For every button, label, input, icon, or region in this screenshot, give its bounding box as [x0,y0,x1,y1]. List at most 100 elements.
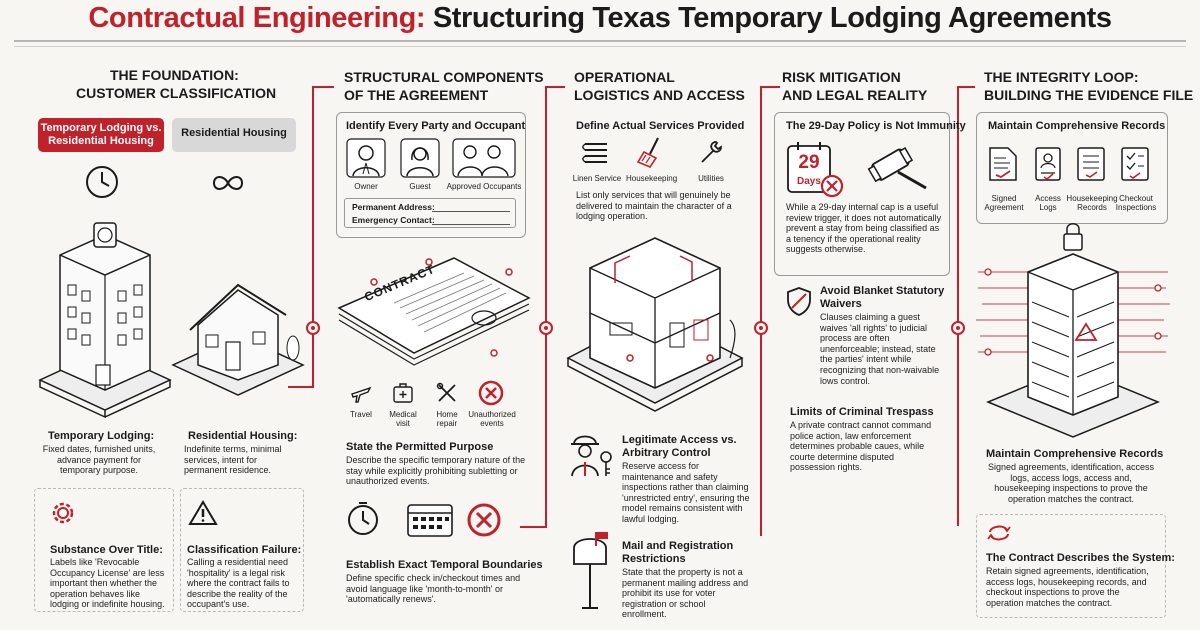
classification-failure-heading: Classification Failure: [187,544,302,556]
connector-node [306,321,320,335]
home-repair-label-l1: Home [436,410,458,419]
access-logs-icon [1035,147,1061,181]
access-text: Reserve access for maintenance and safet… [622,461,750,524]
broom-icon [636,137,659,168]
house-illustration [171,283,305,396]
travel-label: Travel [350,410,372,419]
connector-node [754,321,768,335]
res-housing-heading: Residential Housing: [188,430,298,442]
calendar-29-icon [787,142,831,193]
connector-node [539,321,553,335]
approved-occupants-label: Approved Occupants [446,182,522,191]
temp-lodging-text: Fixed dates, furnished units, advance pa… [42,444,156,476]
classification-failure-text: Calling a residential need 'hospitality'… [187,557,290,610]
connector-1-2-top [312,86,334,88]
checkout-inspections-icon [1121,147,1149,181]
calendar-days: Days [797,176,821,187]
purpose-text: Describe the specific temporary nature o… [346,455,526,487]
stopwatch-icon [348,502,378,535]
owner-avatar-icon [346,138,386,178]
trespass-heading: Limits of Criminal Trespass [790,406,934,418]
substance-text: Labels like 'Revocable Occupancy License… [50,557,165,610]
page-title: Contractual Engineering: Structuring Tex… [88,2,1112,34]
col2-title-l1: STRUCTURAL COMPONENTS [344,69,544,85]
mail-text: State that the property is not a permane… [622,567,749,620]
connector-4-5 [957,86,959,526]
unauthorized-label-l1: Unauthorized [468,410,516,419]
col3-title-l1: OPERATIONAL [574,69,675,85]
temporal-text: Define specific check in/checkout times … [346,573,521,605]
clock-icon [86,166,118,198]
address-form [344,198,516,228]
access-heading-l2: Arbitrary Control [622,447,711,459]
calendar-icon [407,504,453,537]
contract-document-illustration [337,257,531,366]
policy-text: While a 29-day internal cap is a useful … [786,202,942,255]
system-card [976,514,1166,618]
checkout-label-l2: Inspections [1115,203,1157,212]
signed-agreement-icon [989,147,1017,181]
shield-icon [787,287,811,316]
gavel-icon [867,147,927,190]
wrench-icon [701,141,722,163]
connector-4-5-top [957,86,975,88]
classification-failure-card [180,488,304,612]
col1-title-l1: THE FOUNDATION: [110,67,239,83]
home-repair-label-l2: repair [436,419,458,428]
calendar-number: 29 [798,152,820,173]
party-heading: Identify Every Party and Occupant [346,120,526,132]
owner-label: Owner [354,182,378,191]
access-logs-label-l2: Logs [1039,203,1057,212]
gear-icon [52,502,74,524]
emergency-contact-field: Emergency Contact: [352,215,435,225]
mail-heading-l1: Mail and Registration [622,540,734,552]
system-heading: The Contract Describes the System: [986,552,1175,564]
col5-title-l2: BUILDING THE EVIDENCE FILE [984,87,1194,103]
party-card [336,112,526,238]
medical-kit-icon [393,383,413,403]
prohibited-icon [467,503,501,537]
evidence-server-illustration [976,223,1170,438]
waiver-text: Clauses claiming a guest waives 'all rig… [820,312,940,386]
warning-icon [188,500,218,525]
temporal-heading: Establish Exact Temporal Boundaries [346,559,543,571]
housekeeping-label: Housekeeping [626,174,678,183]
signed-label-l2: Agreement [984,203,1024,212]
hk-records-label-l1: Housekeeping [1066,194,1118,203]
access-logs-label-l1: Access [1035,194,1061,203]
hk-records-label-l2: Records [1077,203,1107,212]
infinity-icon [212,176,244,190]
connector-node [951,321,965,335]
permanent-address-field: Permanent Address: [352,202,435,212]
linen-icon [582,143,607,163]
substance-card [34,488,174,612]
connector-3-4-top [760,86,780,88]
records2-heading: Maintain Comprehensive Records [986,448,1164,460]
connector-1-2-bottom [288,386,314,388]
emergency-contact-line [432,224,510,225]
policy-card [774,112,950,276]
services-heading: Define Actual Services Provided [576,120,745,132]
utilities-label: Utilities [698,174,724,183]
pill-temporary-lodging: Temporary Lodging vs. Residential Housin… [38,118,164,152]
pill-residential-housing: Residential Housing [172,118,296,152]
substance-heading: Substance Over Title: [50,544,163,556]
maintenance-worker-icon [571,435,599,477]
col2-title-l2: OF THE AGREEMENT [344,87,489,103]
guest-avatar-icon [400,138,440,178]
prohibited-icon [478,380,504,406]
col4-title-l1: RISK MITIGATION [782,69,901,85]
mailbox-icon [573,532,608,609]
connector-1-2 [312,86,314,386]
apartment-building-illustration [38,222,172,419]
col3-title-l2: LOGISTICS AND ACCESS [574,87,745,103]
approved-occupants-icon [452,138,516,178]
prohibited-icon [820,174,844,198]
medical-label-l1: Medical [389,410,417,419]
records2-text: Signed agreements, identification, acces… [987,462,1155,504]
linen-label: Linen Service [572,174,622,183]
records-heading: Maintain Comprehensive Records [988,120,1166,132]
tools-icon [436,382,456,402]
connector-2-3 [545,86,547,526]
permanent-address-line [432,211,510,212]
